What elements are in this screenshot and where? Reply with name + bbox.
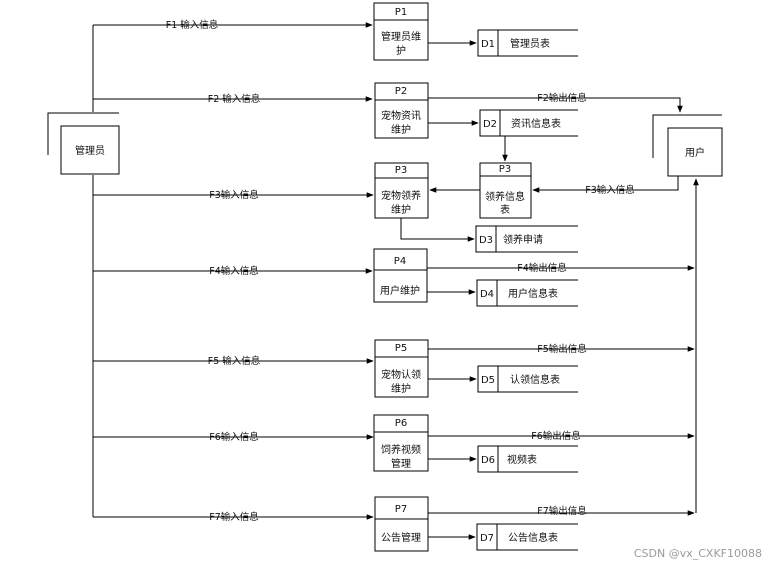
store-d2: D2 资讯信息表 bbox=[479, 109, 578, 137]
store-d4-name: 用户信息表 bbox=[508, 287, 558, 300]
store-d2-id: D2 bbox=[483, 119, 497, 130]
process-p3-line2: 维护 bbox=[391, 203, 411, 216]
process-p4-line1: 用户维护 bbox=[380, 284, 420, 297]
process-p2-id: P2 bbox=[395, 86, 407, 97]
store-d4: D4 用户信息表 bbox=[476, 279, 578, 307]
flow-out-f2-label: F2输出信息 bbox=[537, 92, 587, 104]
process-p6-line2: 管理 bbox=[391, 457, 411, 470]
store-d3-name: 领养申请 bbox=[503, 233, 543, 246]
process-p1-id: P1 bbox=[395, 7, 407, 18]
flow-user-in-f3: F3输入信息 bbox=[532, 176, 679, 196]
process-p7: P7 公告管理 bbox=[374, 496, 429, 552]
store-d7: D7 公告信息表 bbox=[476, 523, 578, 551]
flow-out-f4-label: F4输出信息 bbox=[517, 262, 567, 274]
process-p6: P6 饲养视频 管理 bbox=[373, 414, 429, 472]
store-d5-id: D5 bbox=[481, 375, 495, 386]
process-p5-line1: 宠物认领 bbox=[381, 368, 421, 381]
entity-admin-label: 管理员 bbox=[75, 144, 105, 157]
store-d7-name: 公告信息表 bbox=[508, 531, 558, 544]
process-p2: P2 宠物资讯 维护 bbox=[374, 82, 429, 139]
entity-admin: 管理员 bbox=[47, 112, 120, 175]
process-review-line1: 领养信息 bbox=[485, 190, 525, 203]
process-p6-id: P6 bbox=[395, 418, 407, 429]
entity-user-label: 用户 bbox=[685, 146, 705, 159]
flow-in-f7: F7输入信息 bbox=[93, 511, 374, 523]
flow-in-f3-label: F3输入信息 bbox=[209, 189, 259, 201]
flow-in-f2: F2 输入信息 bbox=[93, 93, 373, 105]
entity-user: 用户 bbox=[652, 114, 723, 177]
store-d1-id: D1 bbox=[481, 39, 495, 50]
process-p4-id: P4 bbox=[394, 256, 406, 267]
flow-in-f7-label: F7输入信息 bbox=[209, 511, 259, 523]
flow-out-f5-label: F5输出信息 bbox=[537, 343, 587, 355]
flow-in-f6-label: F6输入信息 bbox=[209, 431, 259, 443]
flow-out-f6: F6输出信息 bbox=[428, 430, 695, 442]
flow-in-f2-label: F2 输入信息 bbox=[208, 93, 261, 105]
process-p2-line1: 宠物资讯 bbox=[381, 109, 421, 122]
store-d2-name: 资讯信息表 bbox=[511, 117, 561, 130]
flow-out-f2: F2输出信息 bbox=[428, 92, 683, 113]
process-p2-line2: 维护 bbox=[391, 123, 411, 136]
process-p1-line1: 管理员维 bbox=[381, 30, 421, 43]
store-d6: D6 视频表 bbox=[477, 445, 578, 473]
process-p1-line2: 护 bbox=[396, 44, 406, 57]
process-p1: P1 管理员维 护 bbox=[373, 2, 429, 61]
process-p7-line1: 公告管理 bbox=[381, 531, 421, 544]
flow-out-f6-label: F6输出信息 bbox=[531, 430, 581, 442]
flow-in-f4-label: F4输入信息 bbox=[209, 265, 259, 277]
process-p4: P4 用户维护 bbox=[373, 248, 428, 303]
flow-in-f1-label: F1 输入信息 bbox=[166, 19, 219, 31]
flow-in-f5: F5 输入信息 bbox=[93, 355, 374, 367]
flow-in-f4: F4输入信息 bbox=[93, 265, 373, 277]
process-review: P3 领养信息 表 bbox=[479, 162, 532, 219]
store-d6-name: 视频表 bbox=[507, 453, 537, 466]
flow-out-f7-label: F7输出信息 bbox=[537, 505, 587, 517]
watermark: CSDN @vx_CXKF10088 bbox=[634, 547, 762, 560]
process-p5-id: P5 bbox=[395, 343, 407, 354]
process-p7-id: P7 bbox=[395, 504, 407, 515]
flow-in-f5-label: F5 输入信息 bbox=[208, 355, 261, 367]
flow-in-f6: F6输入信息 bbox=[93, 431, 374, 443]
flow-p3-d3 bbox=[400, 218, 475, 242]
process-p3-id: P3 bbox=[395, 165, 407, 176]
store-d5: D5 认领信息表 bbox=[477, 365, 578, 393]
store-d4-id: D4 bbox=[480, 289, 494, 300]
process-p5-line2: 维护 bbox=[391, 382, 411, 395]
process-p5: P5 宠物认领 维护 bbox=[374, 339, 429, 398]
store-d5-name: 认领信息表 bbox=[510, 373, 560, 386]
store-d3-id: D3 bbox=[479, 235, 493, 246]
process-review-line2: 表 bbox=[500, 203, 510, 216]
flow-out-f5: F5输出信息 bbox=[428, 343, 695, 355]
process-p6-line1: 饲养视频 bbox=[381, 443, 421, 456]
store-d1-name: 管理员表 bbox=[510, 37, 550, 50]
store-d3: D3 领养申请 bbox=[475, 225, 578, 253]
store-d1: D1 管理员表 bbox=[477, 29, 578, 57]
process-p3-line1: 宠物领养 bbox=[381, 189, 421, 202]
flow-out-f4: F4输出信息 bbox=[427, 262, 695, 274]
process-review-id: P3 bbox=[499, 164, 511, 175]
store-d7-id: D7 bbox=[480, 533, 494, 544]
process-p3: P3 宠物领养 维护 bbox=[374, 162, 429, 219]
flow-user-in-f3-label: F3输入信息 bbox=[585, 184, 635, 196]
flow-out-f7: F7输出信息 bbox=[428, 505, 695, 517]
store-d6-id: D6 bbox=[481, 455, 495, 466]
flow-in-f1: F1 输入信息 bbox=[93, 19, 373, 31]
flow-in-f3: F3输入信息 bbox=[93, 189, 374, 201]
